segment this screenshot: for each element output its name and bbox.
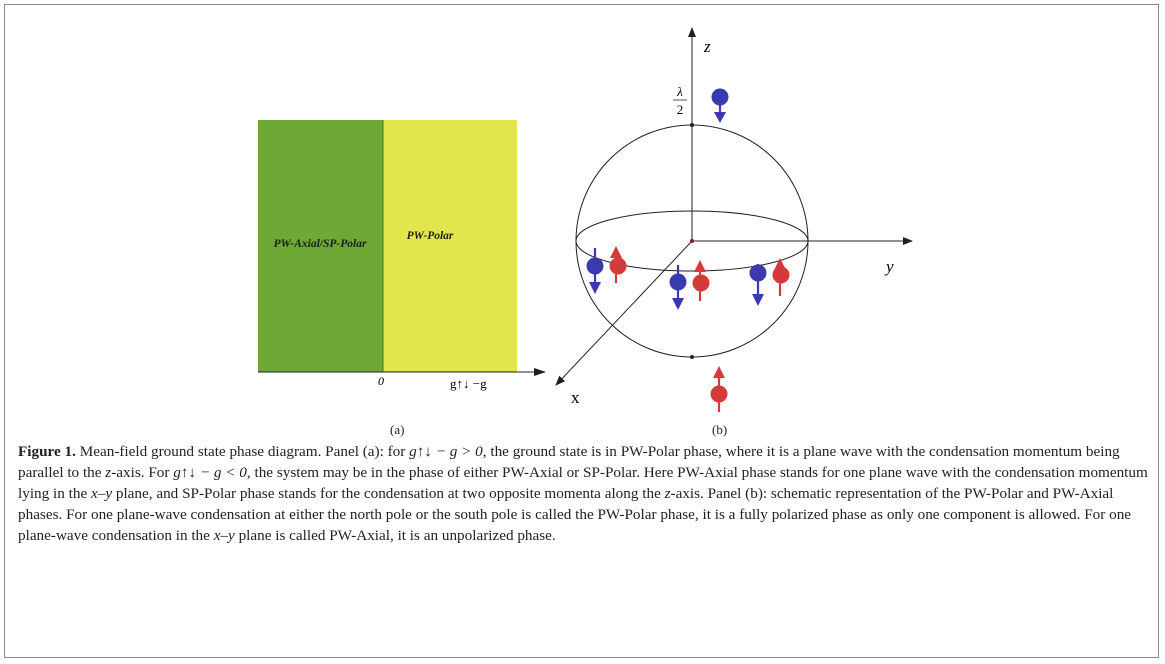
panel-b-sphere: z y x λ 2 [555, 27, 913, 412]
y-axis-label: y [884, 257, 894, 276]
caption-text-5: plane, and SP-Polar phase stands for the… [112, 485, 665, 502]
panel-a-label: (a) [390, 422, 405, 437]
equator-pair-center [669, 260, 710, 310]
equator-pair-right [749, 258, 790, 306]
equator-front [575, 240, 809, 272]
panel-a-diagram: PW-Axial/SP-Polar PW-Polar 0 g↑↓ −g [258, 120, 546, 391]
panel-b-label: (b) [712, 422, 728, 437]
caption-xy-2: x–y [213, 527, 235, 544]
caption-text-1: Mean-field ground state phase diagram. P… [75, 443, 410, 460]
figure-frame [4, 4, 1159, 658]
region-left-label: PW-Axial/SP-Polar [274, 238, 367, 250]
south-pole-point [690, 355, 694, 359]
z-axis-label: z [703, 37, 711, 56]
figure-caption: Figure 1. Mean-field ground state phase … [18, 441, 1148, 546]
caption-text-4: , the system may be in the phase of eith… [18, 464, 1148, 502]
region-right-label: PW-Polar [407, 230, 454, 242]
caption-z-1: z [105, 464, 112, 481]
caption-inequality-2: g↑↓ − g < 0 [173, 464, 247, 481]
caption-xy-1: x–y [90, 485, 113, 502]
caption-z-2: z [664, 485, 671, 502]
pole-label-numerator: λ [676, 84, 683, 99]
origin-point [690, 239, 694, 243]
north-pole-point [690, 123, 694, 127]
region-pw-axial-sp-polar [258, 120, 383, 372]
x-axis [555, 240, 693, 386]
axis-label: g↑↓ −g [450, 376, 487, 391]
axis-arrowhead [534, 368, 546, 376]
north-pole-spin-down [711, 88, 729, 123]
caption-text-6: -axis. Panel (b): schematic representati… [18, 485, 1132, 544]
caption-text-7: plane is called PW-Axial, it is an unpol… [234, 527, 556, 544]
pole-label-denominator: 2 [677, 102, 684, 117]
caption-figure-label: Figure 1. [18, 443, 76, 460]
caption-inequality-1: g↑↓ − g > 0 [409, 443, 483, 460]
origin-label: 0 [378, 374, 384, 388]
caption-text-2: , the ground state is in PW-Polar phase,… [18, 443, 1120, 481]
region-pw-polar [383, 120, 517, 372]
equator-pair-left [586, 246, 627, 294]
caption-text-3: -axis. For [111, 464, 174, 481]
south-pole-spin-up [710, 366, 728, 412]
x-axis-label: x [571, 388, 580, 407]
